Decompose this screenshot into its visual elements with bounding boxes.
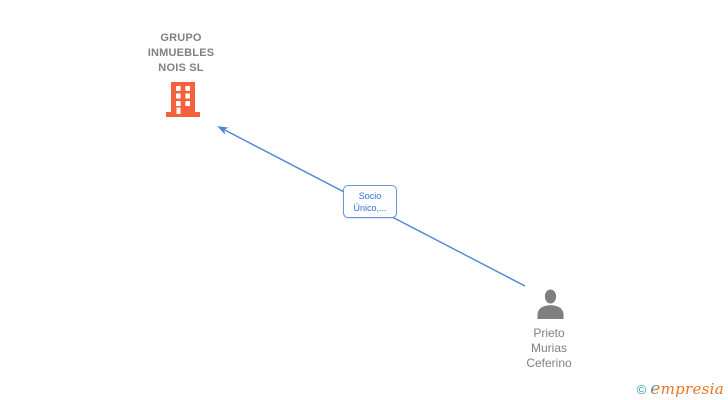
company-name-line: INMUEBLES <box>147 47 215 59</box>
building-icon[interactable] <box>166 82 200 118</box>
brand-watermark: © empresia <box>636 379 724 399</box>
relationship-label[interactable]: Socio Único,... <box>343 185 397 218</box>
brand-logo-initial: e <box>650 379 661 399</box>
company-name-line: GRUPO <box>160 32 202 44</box>
company-name: GRUPO INMUEBLES NOIS SL <box>91 31 271 76</box>
company-name-line: NOIS SL <box>158 62 204 74</box>
person-name-line: Murias <box>530 341 567 355</box>
copyright-icon: © <box>636 381 647 397</box>
brand-logo-rest: mpresia <box>660 380 724 398</box>
person-name-line: Prieto <box>533 326 565 340</box>
brand-logo: empresia <box>650 379 724 399</box>
person-name: Prieto Murias Ceferino <box>489 326 609 371</box>
person-icon[interactable] <box>535 289 565 319</box>
person-name-line: Ceferino <box>526 356 572 370</box>
